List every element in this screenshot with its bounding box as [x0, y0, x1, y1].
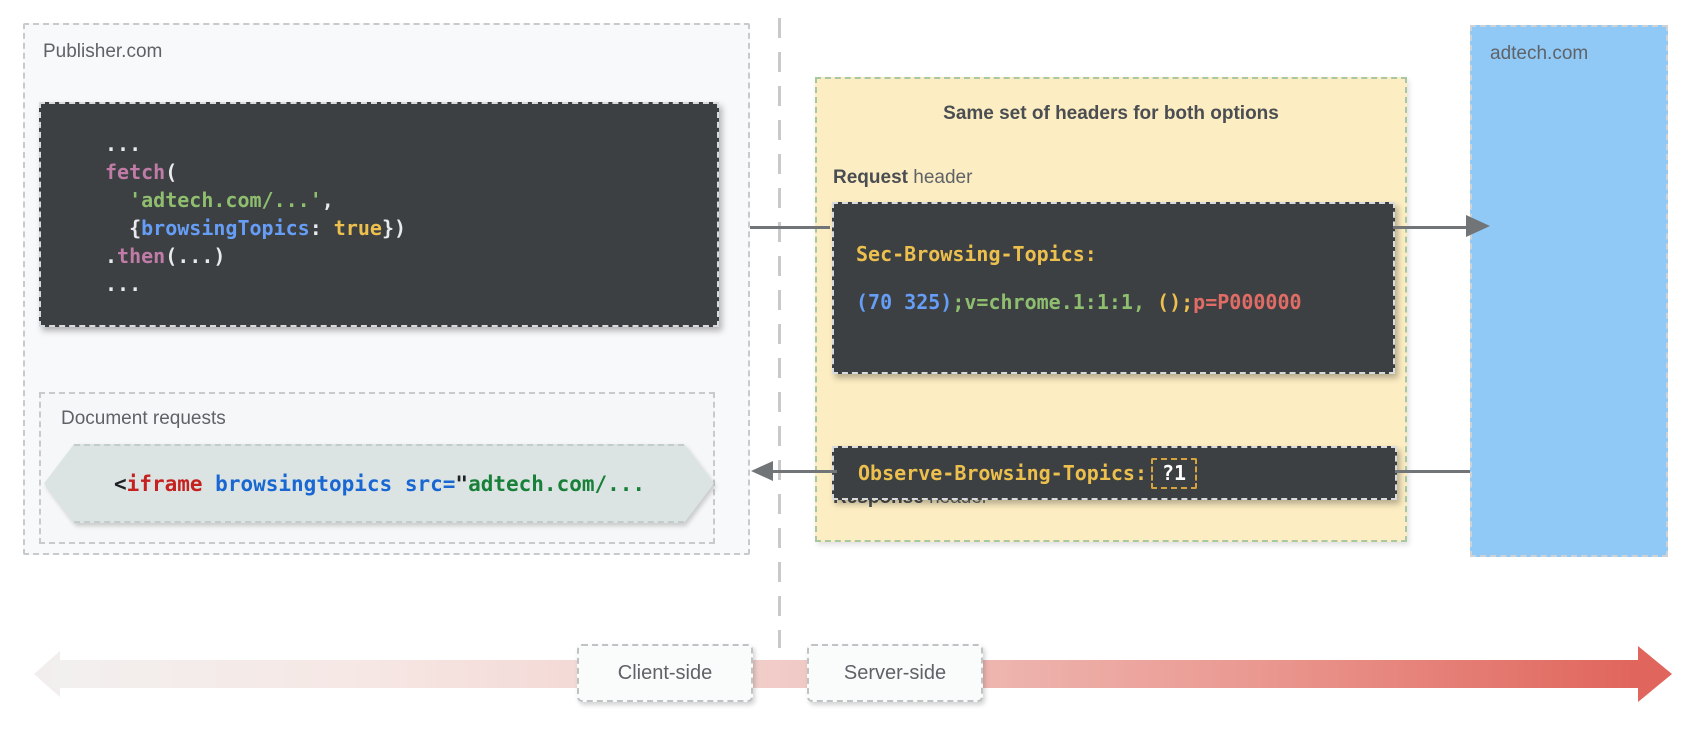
code-token: 'adtech.com/...' — [129, 188, 322, 212]
timeline-arrowhead-right-icon — [1638, 646, 1672, 702]
response-header-value-chip: ?1 — [1150, 457, 1198, 489]
hexagon-left-cap — [44, 444, 74, 523]
code-line: ... — [105, 270, 717, 298]
code-token: ( — [165, 160, 178, 184]
code-line: fetch( — [105, 158, 717, 186]
code-token: fetch — [105, 160, 166, 184]
response-header-name: Observe-Browsing-Topics: — [858, 461, 1147, 485]
code-line: ... — [105, 130, 717, 158]
request-header-code-block: Sec-Browsing-Topics: (70 325);v=chrome.1… — [832, 202, 1395, 374]
client-side-badge: Client-side — [577, 644, 753, 702]
code-token: browsingTopics — [141, 216, 310, 240]
document-requests-label: Document requests — [61, 408, 226, 429]
server-side-label: Server-side — [843, 661, 947, 684]
request-header-label: Request header — [833, 167, 972, 189]
fetch-code-block: ... fetch( 'adtech.com/...', {browsingTo… — [39, 102, 719, 327]
client-server-divider — [778, 18, 781, 648]
code-token: < — [114, 471, 127, 496]
code-line: .then(...) — [105, 242, 717, 270]
adtech-label: adtech.com — [1490, 43, 1589, 64]
code-line: 'adtech.com/...', — [105, 186, 717, 214]
code-token: (); — [1144, 290, 1194, 314]
code-token: p=P000000 — [1193, 290, 1302, 314]
connector-request-to-adtech — [1393, 226, 1468, 229]
code-token: iframe — [126, 471, 216, 496]
hexagon-right-cap — [684, 444, 714, 523]
code-token: then — [117, 244, 166, 268]
code-token: browsingtopics — [215, 471, 405, 496]
request-header-value: (70 325);v=chrome.1:1:1, ();p=P000000 — [856, 290, 1393, 314]
headers-panel: Same set of headers for both options Req… — [815, 77, 1407, 542]
adtech-panel: adtech.com — [1470, 25, 1668, 557]
iframe-code-text: <iframe browsingtopics src="adtech.com/.… — [74, 444, 684, 523]
connector-fetch-to-request — [750, 226, 830, 229]
code-token: true — [333, 216, 382, 240]
code-token: ... — [105, 132, 142, 156]
code-token: . — [105, 244, 118, 268]
request-header-label-strong: Request — [833, 167, 908, 188]
code-token: ... — [105, 272, 142, 296]
server-side-badge: Server-side — [807, 644, 983, 702]
request-header-label-rest: header — [907, 167, 973, 188]
arrow-left-icon — [751, 461, 773, 481]
code-token: ;v=chrome.1:1:1, — [952, 290, 1145, 314]
request-header-name: Sec-Browsing-Topics: — [856, 242, 1097, 266]
code-token: }) — [381, 216, 407, 240]
arrow-right-icon — [1466, 215, 1490, 237]
code-token: (...) — [165, 244, 226, 268]
code-token: { — [129, 216, 142, 240]
code-token: " — [455, 471, 469, 496]
code-line: {browsingTopics: true}) — [105, 214, 717, 242]
code-token: (70 325) — [856, 290, 953, 314]
connector-adtech-to-response — [1395, 470, 1470, 473]
publisher-label: Publisher.com — [43, 41, 163, 62]
code-token: src= — [404, 471, 456, 496]
code-token: adtech.com/... — [468, 471, 646, 496]
document-requests-panel: Document requests <iframe browsingtopics… — [39, 392, 715, 544]
response-header-code-block: Observe-Browsing-Topics: ?1 — [832, 446, 1397, 500]
client-side-label: Client-side — [617, 661, 713, 684]
code-token: , — [321, 188, 334, 212]
iframe-code-chip: <iframe browsingtopics src="adtech.com/.… — [44, 444, 714, 523]
connector-response-to-publisher — [771, 470, 837, 473]
publisher-panel: Publisher.com ... fetch( 'adtech.com/...… — [23, 23, 750, 555]
headers-panel-title: Same set of headers for both options — [943, 103, 1279, 124]
code-token: : — [309, 216, 334, 240]
